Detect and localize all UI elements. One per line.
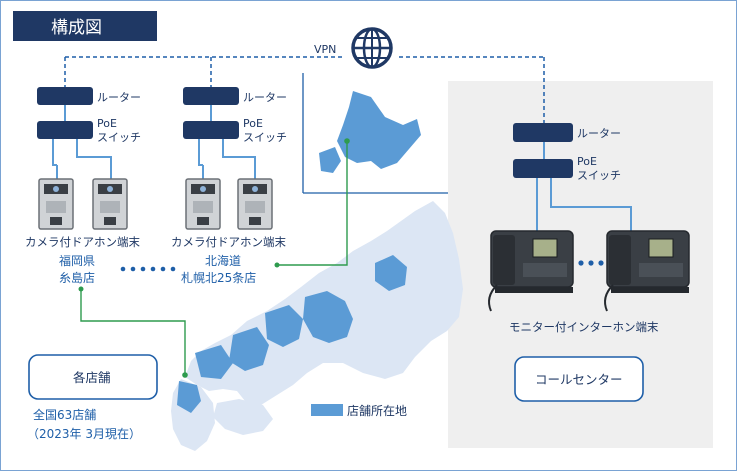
legend-swatch [311, 404, 343, 416]
store-hokkaido-name: 札幌北25条店 [181, 270, 256, 285]
hokkaido-location-marker [344, 138, 350, 144]
router-label: ルーター [97, 91, 141, 104]
door-phone-icon [185, 178, 221, 230]
poe-label: PoE [97, 117, 117, 130]
router-label: ルーター [577, 127, 621, 140]
map-legend: 店舗所在地 [311, 404, 407, 418]
japan-shikoku-shape [213, 399, 273, 435]
router-icon [37, 87, 93, 105]
store-fukuoka-pref: 福岡県 [59, 253, 95, 268]
poe-switch-label: スイッチ [97, 131, 141, 144]
poe-switch-icon [183, 121, 239, 139]
store-count: 全国63店舗 [33, 407, 96, 422]
poe-switch-label: スイッチ [577, 169, 621, 182]
store-hokkaido-pref: 北海道 [205, 253, 241, 268]
japan-map [171, 91, 463, 451]
map-hokkaido-shape [337, 91, 421, 169]
stores-box: 各店舗 [28, 354, 158, 400]
callcenter-box-label: コールセンター [535, 372, 623, 387]
door-phone-icon [92, 178, 128, 230]
poe-switch-icon [513, 159, 573, 178]
fukuoka-location-marker [182, 372, 188, 378]
globe-icon [351, 27, 393, 69]
router-icon [183, 87, 239, 105]
vpn-network-lines [64, 56, 545, 123]
map-store-region-kanto [303, 291, 353, 343]
router-label: ルーター [243, 91, 287, 104]
map-store-region-chubu [265, 305, 303, 347]
page-title: 構成図 [51, 18, 102, 38]
stores-box-label: 各店舗 [73, 370, 111, 385]
router-icon [513, 123, 573, 142]
store-ellipsis-dots [120, 266, 176, 272]
store-fukuoka-name: 糸島店 [59, 270, 95, 285]
callcenter-network: ルーター PoE スイッチ モニター付インターホン端末 [488, 123, 690, 334]
intercom-monitor-icon [488, 230, 574, 312]
map-store-region-kinki [229, 327, 269, 371]
legend-label: 店舗所在地 [347, 404, 407, 418]
door-phone-icon [237, 178, 273, 230]
poe-switch-label: スイッチ [243, 131, 287, 144]
map-hokkaido-tip [319, 147, 341, 173]
map-store-region-chugoku [195, 345, 233, 379]
map-store-region-kyushu [177, 381, 201, 413]
store-fukuoka-network: ルーター PoE スイッチ カメラ付ドアホン端末 福岡県 糸島店 [25, 87, 141, 285]
callcenter-ellipsis-dots [578, 260, 604, 266]
callcenter-box: コールセンター [514, 356, 644, 402]
poe-switch-icon [37, 121, 93, 139]
door-terminal-label: カメラ付ドアホン端末 [25, 235, 140, 249]
fukuoka-label-marker [78, 286, 84, 292]
intercom-monitor-icon [604, 230, 690, 312]
poe-label: PoE [243, 117, 263, 130]
monitor-terminal-label: モニター付インターホン端末 [509, 320, 659, 334]
hokkaido-label-marker [274, 262, 280, 268]
title-bar: 構成図 [13, 11, 157, 41]
door-phone-icon [38, 178, 74, 230]
store-count-date: （2023年 3月現在） [27, 427, 141, 441]
vpn-label: VPN [314, 43, 336, 56]
map-store-region-tohoku [375, 255, 407, 291]
store-hokkaido-network: ルーター PoE スイッチ カメラ付ドアホン端末 北海道 札幌北25条店 [171, 87, 287, 285]
poe-label: PoE [577, 155, 597, 168]
door-terminal-label: カメラ付ドアホン端末 [171, 235, 286, 249]
title-background [13, 11, 157, 41]
location-leader-lines [80, 141, 348, 375]
